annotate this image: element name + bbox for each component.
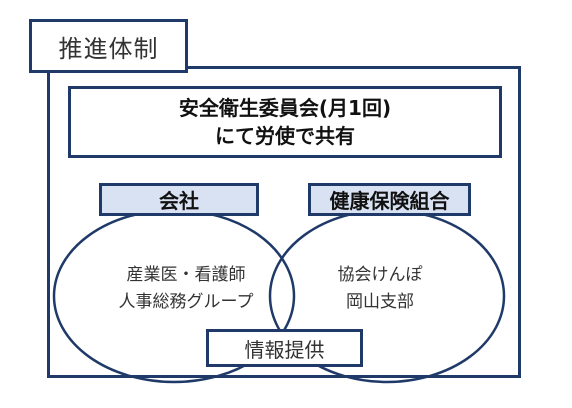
- company-line1: 産業医・看護師: [126, 265, 246, 285]
- title-tab: 推進体制: [29, 19, 188, 73]
- committee-box: 安全衛生委員会(月1回) にて労使で共有: [68, 86, 502, 158]
- kenpo-label-text: 健康保険組合: [329, 189, 450, 213]
- information-sharing-box: 情報提供: [206, 329, 363, 367]
- kenpo-label: 健康保険組合: [308, 183, 471, 216]
- kenpo-line1: 協会けんぽ: [337, 265, 423, 285]
- company-line2: 人事総務グループ: [118, 292, 254, 312]
- company-label-text: 会社: [159, 189, 199, 213]
- shared-text: 情報提供: [244, 337, 325, 362]
- title-text: 推進体制: [58, 34, 159, 63]
- company-members: 産業医・看護師 人事総務グループ: [82, 262, 290, 316]
- committee-line2: にて労使で共有: [215, 124, 355, 148]
- company-label: 会社: [99, 183, 259, 216]
- kenpo-members: 協会けんぽ 岡山支部: [300, 262, 460, 316]
- committee-line1: 安全衛生委員会(月1回): [178, 96, 392, 120]
- kenpo-line2: 岡山支部: [346, 292, 414, 312]
